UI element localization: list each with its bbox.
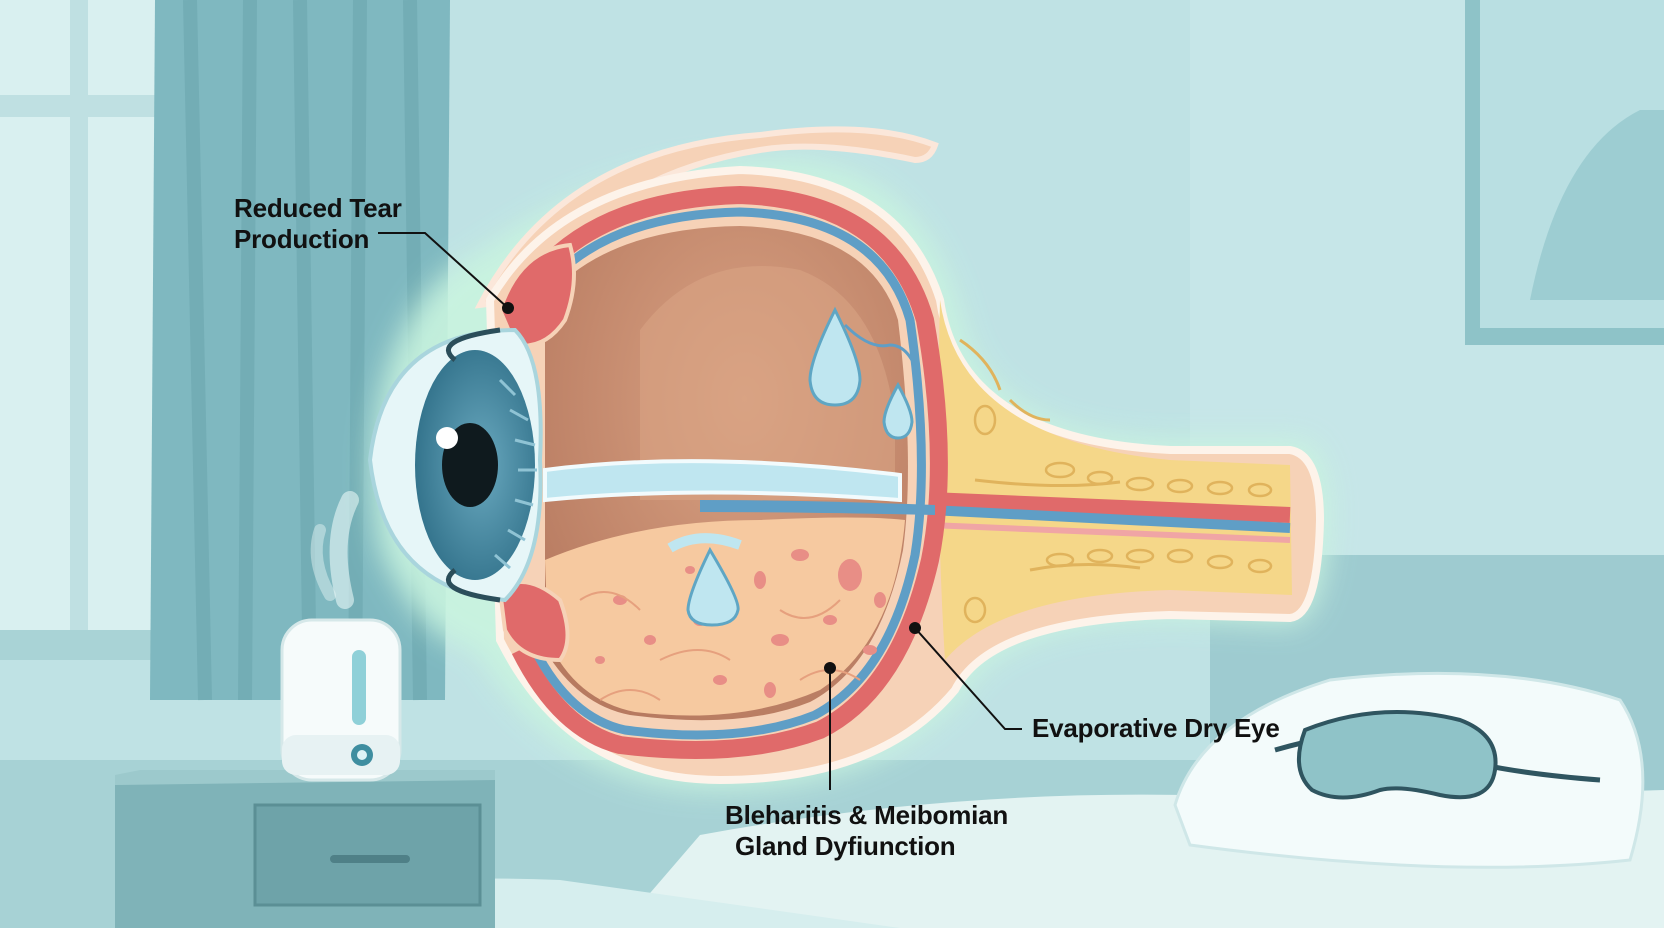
lacrimal-gland-upper	[497, 242, 576, 348]
label-blepharitis-line2: Gland Dyfiunction	[735, 831, 956, 861]
leader-reduced-tear	[378, 232, 509, 309]
sleep-mask-icon	[1274, 710, 1601, 800]
optic-nerve	[938, 300, 1292, 660]
humidifier-icon	[280, 491, 402, 782]
leader-evaporative	[914, 627, 1022, 730]
label-reduced-tear-line1: Reduced Tear	[234, 193, 402, 223]
tear-drop-icon	[667, 306, 922, 627]
choroid-red-layer	[511, 185, 948, 759]
nightstand	[115, 770, 495, 928]
label-reduced-tear-line2: Production	[234, 224, 370, 254]
label-evaporative-dry-eye: Evaporative Dry Eye	[1032, 713, 1280, 743]
label-blepharitis-line1: Bleharitis & Meibomian	[725, 800, 1009, 830]
lacrimal-gland-lower	[497, 580, 570, 663]
leader-lines	[378, 232, 1022, 790]
choroid-blue-layer	[530, 207, 926, 740]
wall-picture	[1465, 0, 1664, 345]
label-reduced-tear-production: Reduced Tear Production	[234, 193, 402, 255]
eye-cross-section	[367, 126, 1330, 790]
label-blepharitis: Bleharitis & Meibomian Gland Dyfiunction	[725, 800, 1008, 862]
iris	[415, 327, 537, 603]
